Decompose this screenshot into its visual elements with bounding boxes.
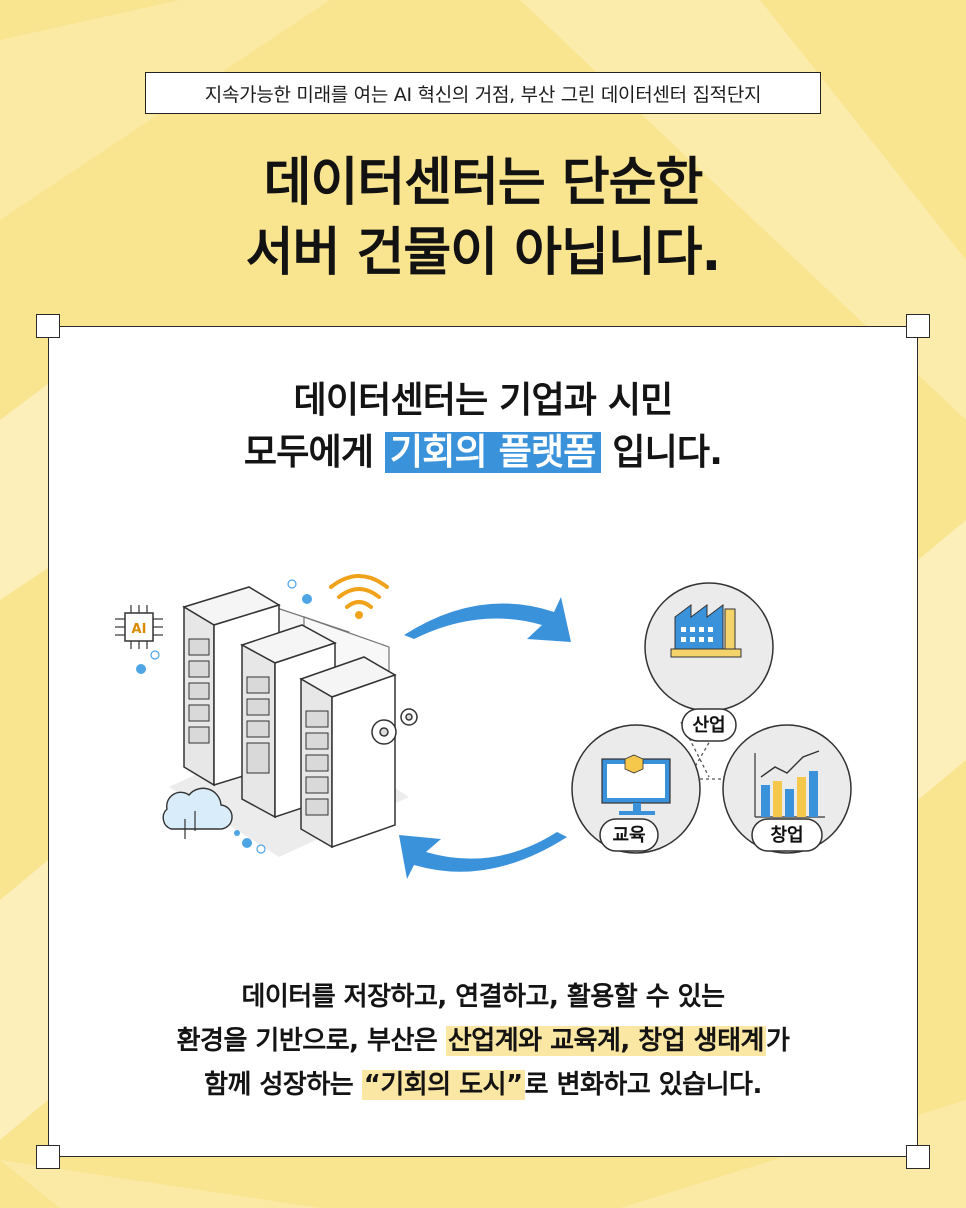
body-line-3: 함께 성장하는 “기회의 도시”로 변화하고 있습니다. (49, 1063, 917, 1107)
headline-line-1: 데이터센터는 단순한 (263, 153, 704, 213)
startup-bubble: 창업 (722, 724, 852, 854)
bar-chart-icon (754, 750, 825, 818)
card-title-suffix: 입니다. (612, 432, 723, 473)
card-title-highlight: 기회의 플랫폼 (384, 432, 601, 473)
body-line-1: 데이터를 저장하고, 연결하고, 활용할 수 있는 (241, 982, 725, 1012)
body-line-3-suffix: 로 변화하고 있습니다. (524, 1070, 763, 1100)
server-rack-3-icon (299, 656, 397, 849)
ai-chip-label: AI (132, 622, 147, 637)
education-bubble: 교육 (571, 724, 701, 854)
decorative-dots (136, 579, 312, 854)
arrow-right-icon (404, 597, 571, 642)
content-card: 데이터센터는 기업과 시민 모두에게 기회의 플랫폼 입니다. (48, 326, 918, 1157)
card-title-prefix: 모두에게 (243, 432, 374, 473)
corner-marker-bottom-right (906, 1145, 930, 1169)
startup-label: 창업 (770, 825, 803, 846)
top-label: 지속가능한 미래를 여는 AI 혁신의 거점, 부산 그린 데이터센터 집적단지 (145, 72, 821, 114)
body-line-2-prefix: 환경을 기반으로, 부산은 (176, 1026, 438, 1056)
gear-icon (371, 708, 418, 745)
industry-bubble: 산업 (644, 582, 774, 742)
card-title-line-2: 모두에게 기회의 플랫폼 입니다. (49, 427, 917, 479)
ai-chip-icon: AI (115, 605, 163, 649)
corner-marker-top-left (36, 314, 60, 338)
corner-marker-bottom-left (36, 1145, 60, 1169)
corner-marker-top-right (906, 314, 930, 338)
card-title: 데이터센터는 기업과 시민 모두에게 기회의 플랫폼 입니다. (49, 375, 917, 479)
datacenter-illustration: AI (115, 574, 852, 879)
computer-icon (601, 754, 671, 815)
body-line-2-suffix: 가 (765, 1026, 790, 1056)
body-text: 데이터를 저장하고, 연결하고, 활용할 수 있는 환경을 기반으로, 부산은 … (49, 975, 917, 1107)
arrow-left-icon (399, 832, 567, 879)
card-title-line-1: 데이터센터는 기업과 시민 (293, 380, 674, 421)
factory-icon (670, 604, 742, 658)
wifi-icon (329, 574, 389, 619)
education-label: 교육 (612, 825, 645, 846)
body-line-3-prefix: 함께 성장하는 (204, 1070, 354, 1100)
industry-label: 산업 (692, 715, 725, 736)
body-line-2-highlight: 산업계와 교육계, 창업 생태계 (445, 1026, 766, 1056)
body-line-2: 환경을 기반으로, 부산은 산업계와 교육계, 창업 생태계가 (49, 1019, 917, 1063)
headline-line-2: 서버 건물이 아닙니다. (245, 223, 722, 283)
body-line-3-highlight: “기회의 도시” (361, 1070, 525, 1100)
headline: 데이터센터는 단순한 서버 건물이 아닙니다. (0, 148, 966, 288)
cloud-sync-icon (162, 787, 233, 839)
